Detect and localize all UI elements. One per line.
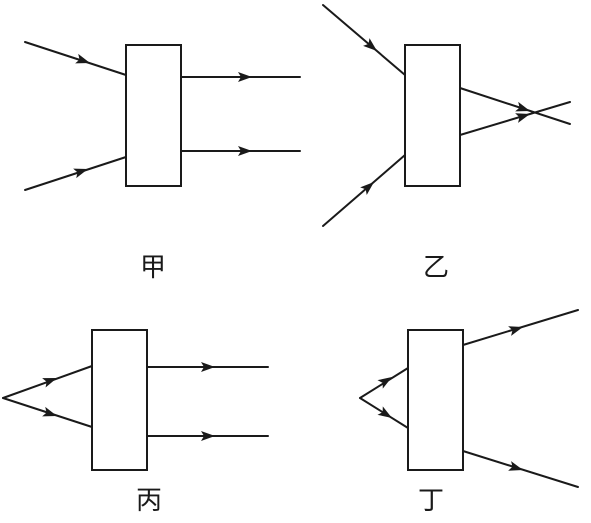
bing-arrow-icon: [42, 373, 59, 388]
panel-ding: [359, 309, 579, 488]
jia-arrow-icon: [73, 164, 90, 179]
ding-arrow-icon: [377, 406, 395, 423]
panel-bing: [2, 329, 269, 471]
bing-optical-element-box: [91, 329, 148, 471]
yi-exit-ray-upper: [459, 87, 571, 125]
panel-jia: [24, 41, 301, 191]
ding-optical-element-box: [407, 329, 464, 471]
panel-yi: [322, 4, 571, 227]
jia-arrow-icon: [75, 53, 92, 68]
bing-arrow-icon: [42, 406, 59, 421]
jia-optical-element-box: [125, 44, 182, 187]
yi-optical-element-box: [404, 44, 461, 187]
yi-exit-ray-lower: [459, 101, 571, 136]
ding-arrow-icon: [508, 461, 525, 475]
jia-incident-ray-upper: [24, 41, 127, 76]
jia-incident-ray-lower: [24, 156, 127, 191]
ding-arrow-icon: [508, 322, 525, 336]
yi-incident-ray-lower: [322, 154, 406, 227]
panel-label-bing: 丙: [136, 486, 163, 516]
panel-label-ding: 丁: [418, 486, 445, 516]
yi-incident-ray-upper: [322, 4, 406, 76]
panel-label-jia: 甲: [140, 253, 167, 283]
panel-label-yi: 乙: [423, 253, 450, 283]
